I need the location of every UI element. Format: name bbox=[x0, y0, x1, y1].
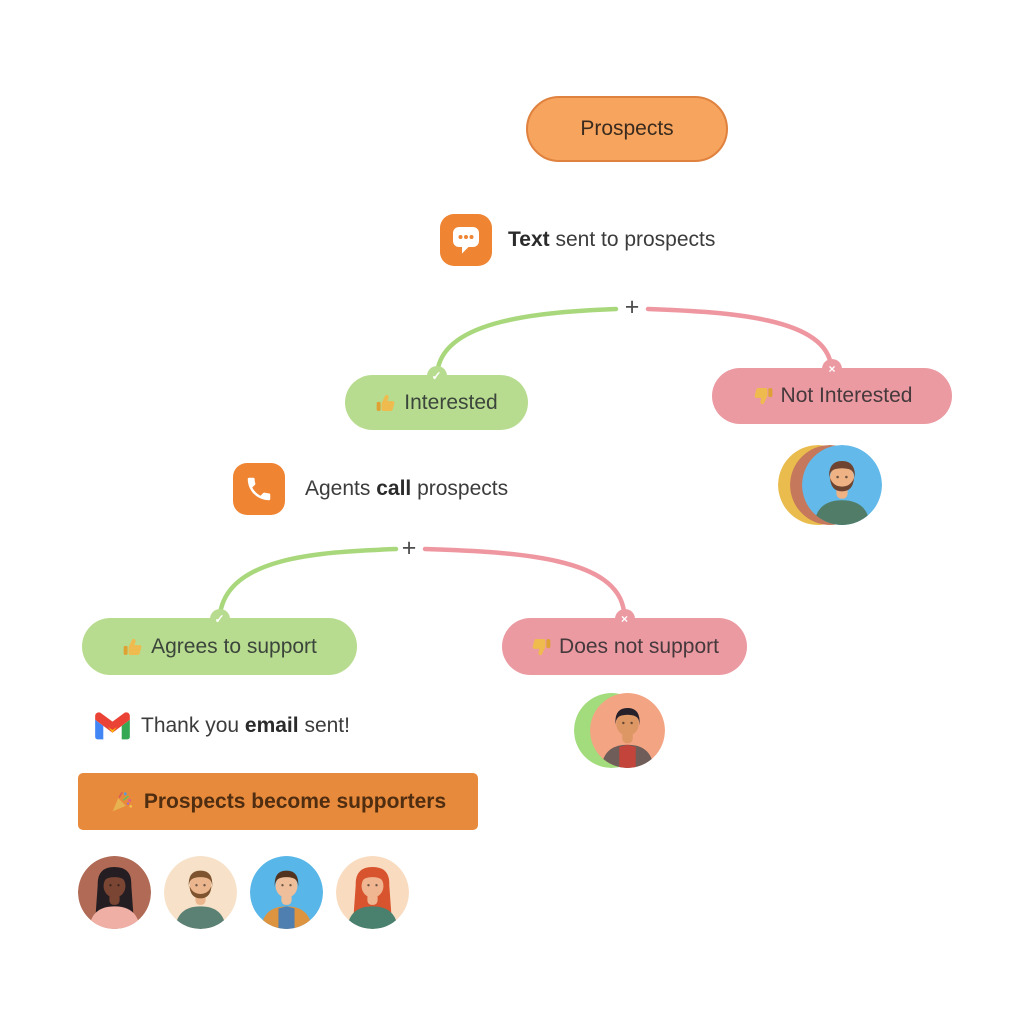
non-supporter-avatars bbox=[574, 693, 665, 768]
does-not-support-label: Does not support bbox=[559, 634, 719, 658]
person-avatar bbox=[802, 445, 882, 525]
supporters-banner: Prospects become supporters bbox=[78, 773, 478, 830]
declined-prospect-avatars bbox=[778, 445, 882, 525]
person-avatar bbox=[590, 693, 665, 768]
caption-bold: call bbox=[376, 477, 412, 500]
caption-suffix: prospects bbox=[411, 477, 509, 500]
person-avatar bbox=[250, 856, 323, 929]
check-mark: ✓ bbox=[209, 609, 230, 629]
call-step-caption: Agents call prospects bbox=[305, 463, 508, 515]
person-avatar bbox=[164, 856, 237, 929]
email-step-caption: Thank you email sent! bbox=[141, 712, 350, 740]
caption-suffix: sent to prospects bbox=[549, 228, 716, 251]
chat-bubble-icon bbox=[440, 214, 492, 266]
prospects-label: Prospects bbox=[580, 117, 674, 140]
not-interested-label: Not Interested bbox=[780, 384, 913, 407]
caption-prefix: Thank you bbox=[141, 714, 245, 737]
thumbs-up-icon bbox=[122, 636, 144, 658]
interested-node: ✓ Interested bbox=[345, 366, 528, 430]
thumbs-down-icon bbox=[530, 636, 552, 658]
check-mark: ✓ bbox=[426, 366, 447, 386]
not-interested-node: × Not Interested bbox=[712, 359, 952, 424]
connector-interested bbox=[435, 306, 619, 371]
thumbs-up-icon bbox=[375, 392, 397, 414]
supporter-avatars bbox=[78, 856, 409, 929]
caption-bold: Text bbox=[508, 228, 550, 251]
thumbs-down-icon bbox=[752, 385, 774, 407]
does-not-support-node: × Does not support bbox=[502, 609, 747, 675]
connector-does-not-support bbox=[422, 546, 627, 615]
agrees-to-support-node: ✓ Agrees to support bbox=[82, 609, 357, 675]
supporters-banner-label: Prospects become supporters bbox=[143, 789, 447, 813]
caption-suffix: sent! bbox=[298, 714, 350, 737]
add-branch-symbol: + bbox=[624, 293, 640, 321]
connector-agrees bbox=[217, 546, 399, 617]
caption-bold: email bbox=[244, 714, 299, 737]
connector-not-interested bbox=[645, 306, 834, 369]
person-avatar bbox=[78, 856, 151, 929]
text-step-caption: Text sent to prospects bbox=[508, 214, 715, 266]
agrees-to-support-label: Agrees to support bbox=[151, 634, 317, 658]
gmail-icon bbox=[95, 712, 130, 740]
person-avatar bbox=[336, 856, 409, 929]
caption-prefix: Agents bbox=[305, 477, 377, 500]
prospects-node: Prospects bbox=[526, 96, 728, 162]
party-popper-icon bbox=[110, 790, 134, 814]
interested-label: Interested bbox=[404, 390, 498, 414]
x-mark: × bbox=[614, 609, 635, 629]
add-branch-symbol: + bbox=[401, 534, 417, 562]
phone-icon bbox=[233, 463, 285, 515]
x-mark: × bbox=[822, 359, 842, 379]
